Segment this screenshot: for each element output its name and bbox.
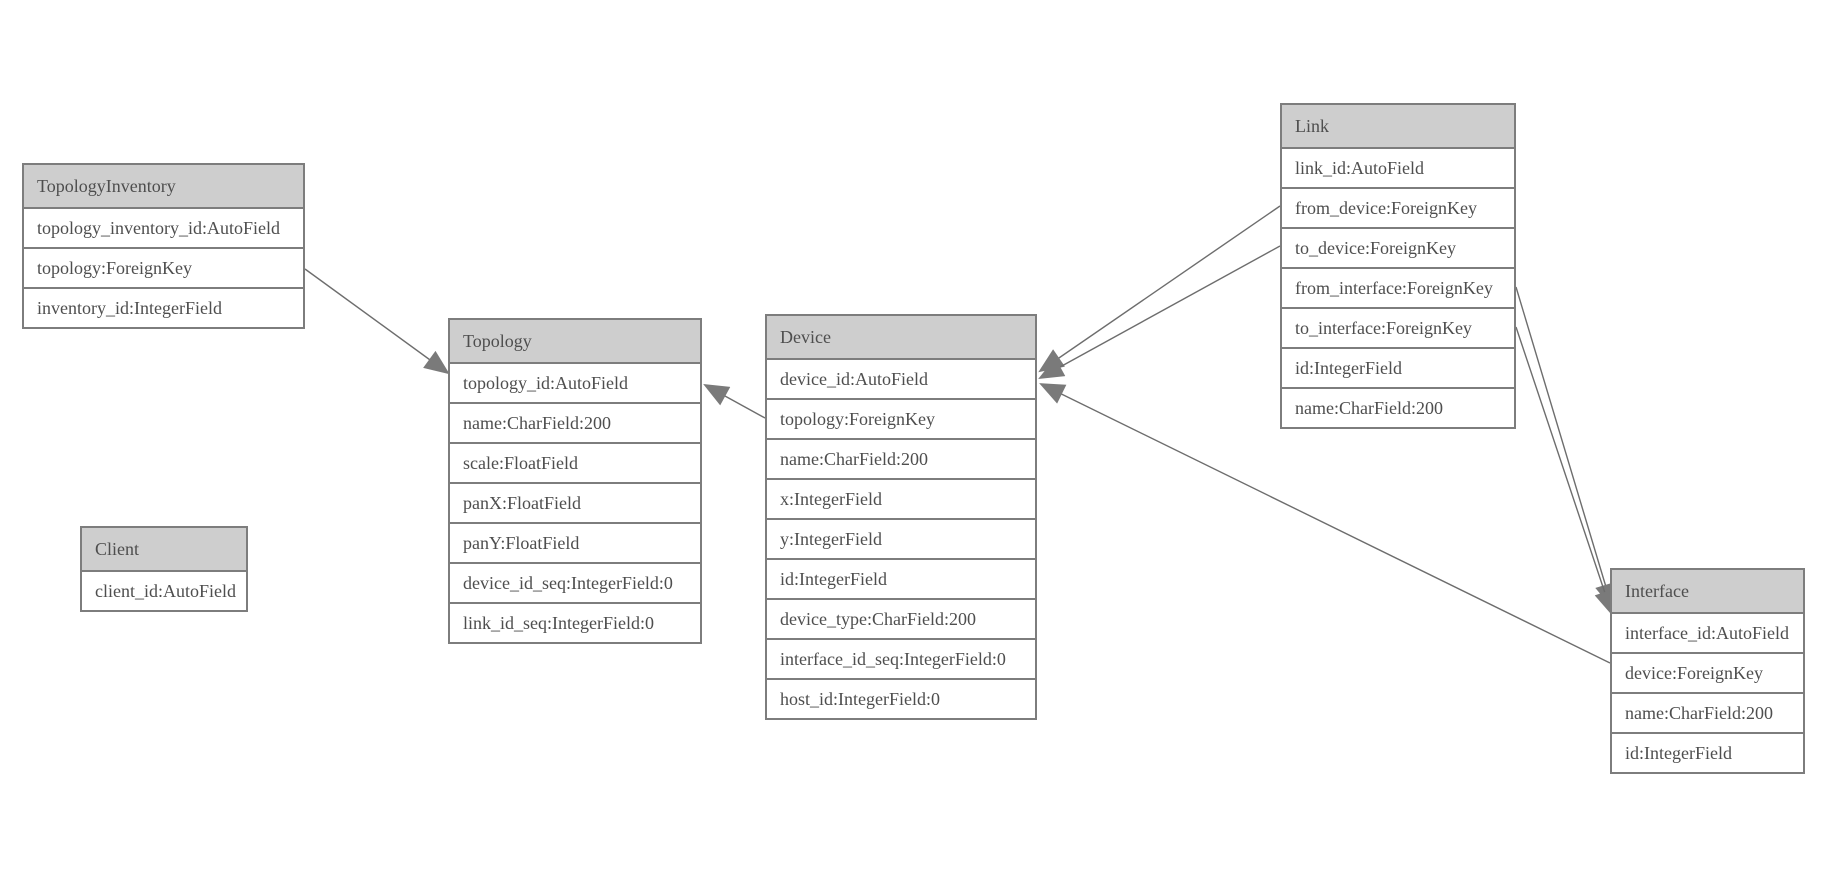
field-row-id: id:IntegerField — [1282, 347, 1514, 387]
table-topologyinventory-header: TopologyInventory — [24, 165, 303, 207]
table-topology-header: Topology — [450, 320, 700, 362]
table-client: Client client_id:AutoField — [80, 526, 248, 612]
field-row-id: id:IntegerField — [767, 558, 1035, 598]
field-row-inventory-id: inventory_id:IntegerField — [24, 287, 303, 327]
edge-link-to-interface — [1515, 326, 1615, 616]
field-row-name: name:CharField:200 — [450, 402, 700, 442]
field-row-name: name:CharField:200 — [767, 438, 1035, 478]
field-row-to-device: to_device:ForeignKey — [1282, 227, 1514, 267]
table-device-header: Device — [767, 316, 1035, 358]
field-row-link-id: link_id:AutoField — [1282, 147, 1514, 187]
edge-link-from-interface — [1515, 286, 1616, 610]
field-row-y: y:IntegerField — [767, 518, 1035, 558]
field-row-interface-id-seq: interface_id_seq:IntegerField:0 — [767, 638, 1035, 678]
edge-link-to-device — [1038, 245, 1281, 380]
field-row-device-fk: device:ForeignKey — [1612, 652, 1803, 692]
field-row-topology-id: topology_id:AutoField — [450, 362, 700, 402]
field-row-name: name:CharField:200 — [1282, 387, 1514, 427]
table-link: Link link_id:AutoField from_device:Forei… — [1280, 103, 1516, 429]
field-row-device-type: device_type:CharField:200 — [767, 598, 1035, 638]
field-row-from-device: from_device:ForeignKey — [1282, 187, 1514, 227]
field-row-topology-fk: topology:ForeignKey — [24, 247, 303, 287]
edge-device-topology — [703, 383, 766, 419]
field-row-from-interface: from_interface:ForeignKey — [1282, 267, 1514, 307]
table-topology: Topology topology_id:AutoField name:Char… — [448, 318, 702, 644]
field-row-to-interface: to_interface:ForeignKey — [1282, 307, 1514, 347]
field-row-host-id: host_id:IntegerField:0 — [767, 678, 1035, 718]
edge-link-from-device — [1038, 205, 1281, 373]
field-row-topology-fk: topology:ForeignKey — [767, 398, 1035, 438]
table-interface: Interface interface_id:AutoField device:… — [1610, 568, 1805, 774]
field-row-client-id: client_id:AutoField — [82, 570, 246, 610]
field-row-panx: panX:FloatField — [450, 482, 700, 522]
field-row-device-id: device_id:AutoField — [767, 358, 1035, 398]
edge-interface-device — [1039, 383, 1611, 664]
field-row-device-id-seq: device_id_seq:IntegerField:0 — [450, 562, 700, 602]
field-row-link-id-seq: link_id_seq:IntegerField:0 — [450, 602, 700, 642]
table-topologyinventory: TopologyInventory topology_inventory_id:… — [22, 163, 305, 329]
edge-topologyinventory-topology — [304, 268, 450, 375]
table-client-header: Client — [82, 528, 246, 570]
field-row-x: x:IntegerField — [767, 478, 1035, 518]
table-interface-header: Interface — [1612, 570, 1803, 612]
field-row-interface-id: interface_id:AutoField — [1612, 612, 1803, 652]
field-row-name: name:CharField:200 — [1612, 692, 1803, 732]
field-row-topology-inventory-id: topology_inventory_id:AutoField — [24, 207, 303, 247]
table-link-header: Link — [1282, 105, 1514, 147]
field-row-pany: panY:FloatField — [450, 522, 700, 562]
field-row-scale: scale:FloatField — [450, 442, 700, 482]
table-device: Device device_id:AutoField topology:Fore… — [765, 314, 1037, 720]
field-row-id: id:IntegerField — [1612, 732, 1803, 772]
